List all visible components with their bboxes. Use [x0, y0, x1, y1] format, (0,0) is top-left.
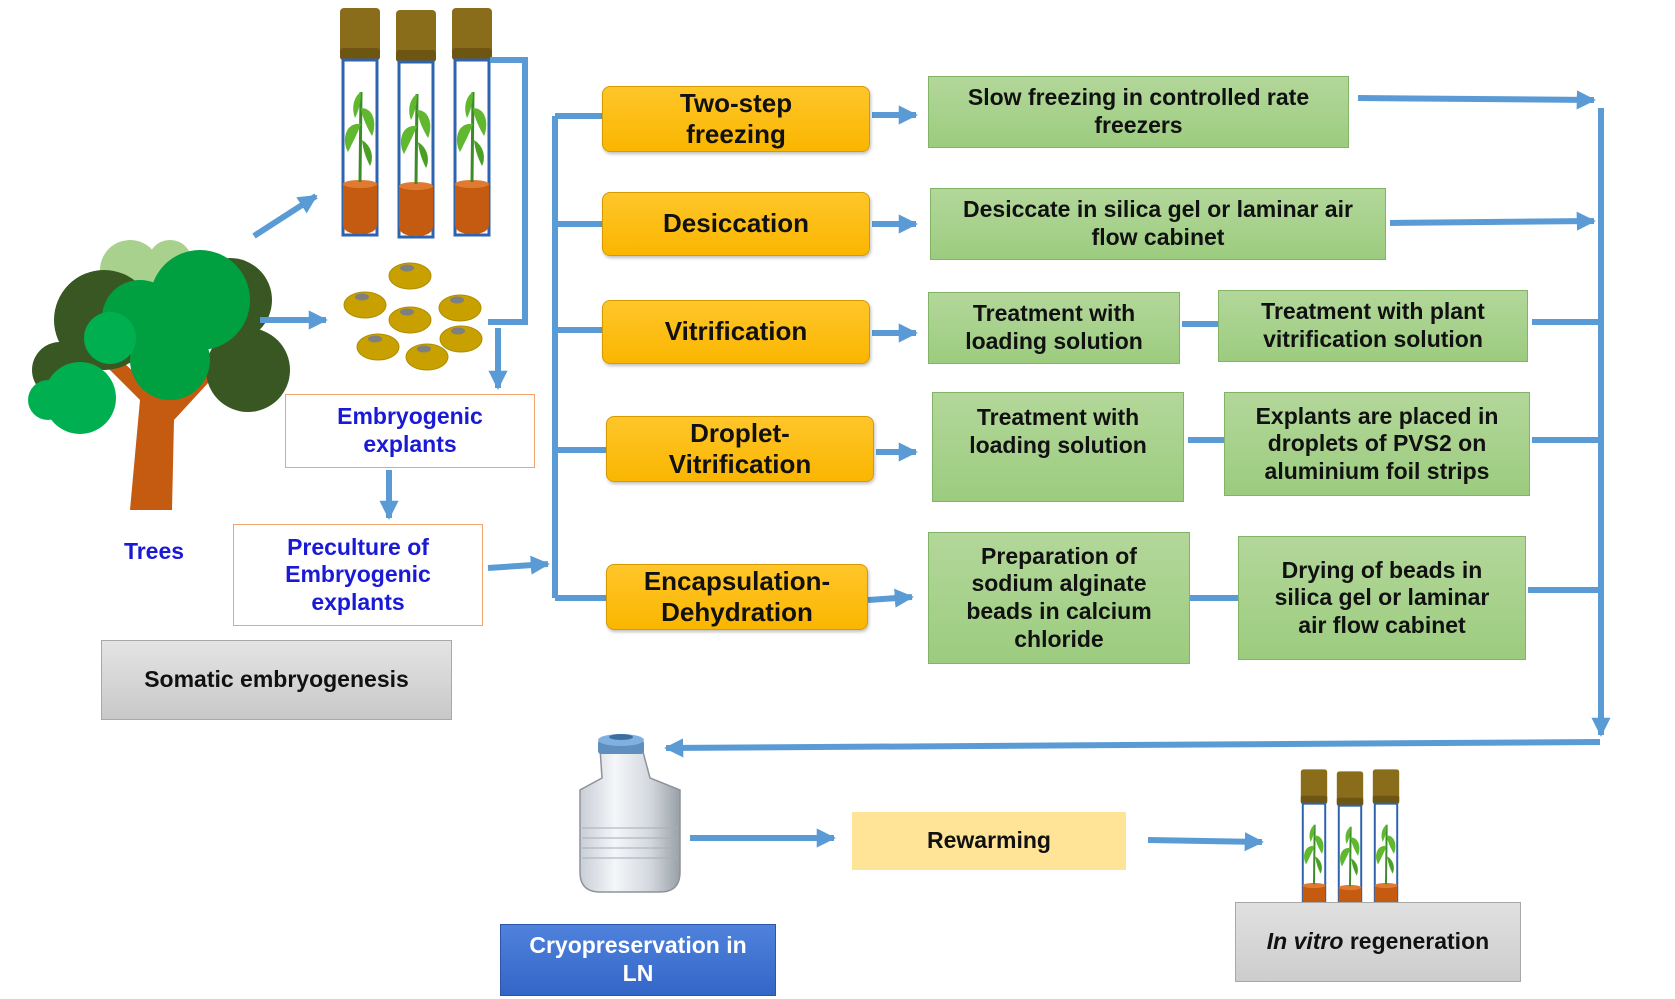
- step-desiccate: Desiccate in silica gel or laminar air f…: [930, 188, 1386, 260]
- dewar-icon: [579, 734, 681, 893]
- step-droplet-pvs2: Explants are placed in droplets of PVS2 …: [1224, 392, 1530, 496]
- cryopreservation-box: Cryopreservation in LN: [500, 924, 776, 996]
- somatic-embryogenesis-box: Somatic embryogenesis: [101, 640, 452, 720]
- method-vitrification: Vitrification: [602, 300, 870, 364]
- preculture-to-branch-arrow: [487, 555, 550, 575]
- regeneration-label: regeneration: [1343, 928, 1490, 955]
- step-alginate-beads: Preparation of sodium alginate beads in …: [928, 532, 1190, 664]
- embryogenic-explants-icon: [343, 262, 483, 371]
- trees-label: Trees: [123, 538, 185, 565]
- tree-to-tubes-arrow: [252, 193, 318, 239]
- rewarming-box: Rewarming: [852, 812, 1126, 870]
- step-drying-beads: Drying of beads in silica gel or laminar…: [1238, 536, 1526, 660]
- method-two-step-freezing: Two-step freezing: [602, 86, 870, 152]
- method-encapsulation-dehydration: Encapsulation-Dehydration: [606, 564, 868, 630]
- connector-arrows: [252, 57, 1611, 852]
- step-slow-freezing: Slow freezing in controlled rate freezer…: [928, 76, 1349, 148]
- regeneration-tubes-icon: [1299, 768, 1401, 923]
- in-vitro-regeneration-box: In vitro regeneration: [1235, 902, 1521, 982]
- tubes-connector: [488, 57, 528, 325]
- in-vitro-label: In vitro: [1266, 928, 1344, 955]
- preculture-box: Preculture of Embryogenic explants: [233, 524, 483, 626]
- tree-icon: [28, 240, 290, 510]
- step-vitrification-loading: Treatment with loading solution: [928, 292, 1180, 364]
- step-vitrification-plant-solution: Treatment with plant vitrification solut…: [1218, 290, 1528, 362]
- test-tubes-icon: [338, 6, 494, 239]
- method-desiccation: Desiccation: [602, 192, 870, 256]
- method-droplet-vitrification: Droplet-Vitrification: [606, 416, 874, 482]
- step-droplet-loading: Treatment with loading solution: [932, 392, 1184, 502]
- return-arrow: [664, 738, 1601, 758]
- embryogenic-explants-box: Embryogenic explants: [285, 394, 535, 468]
